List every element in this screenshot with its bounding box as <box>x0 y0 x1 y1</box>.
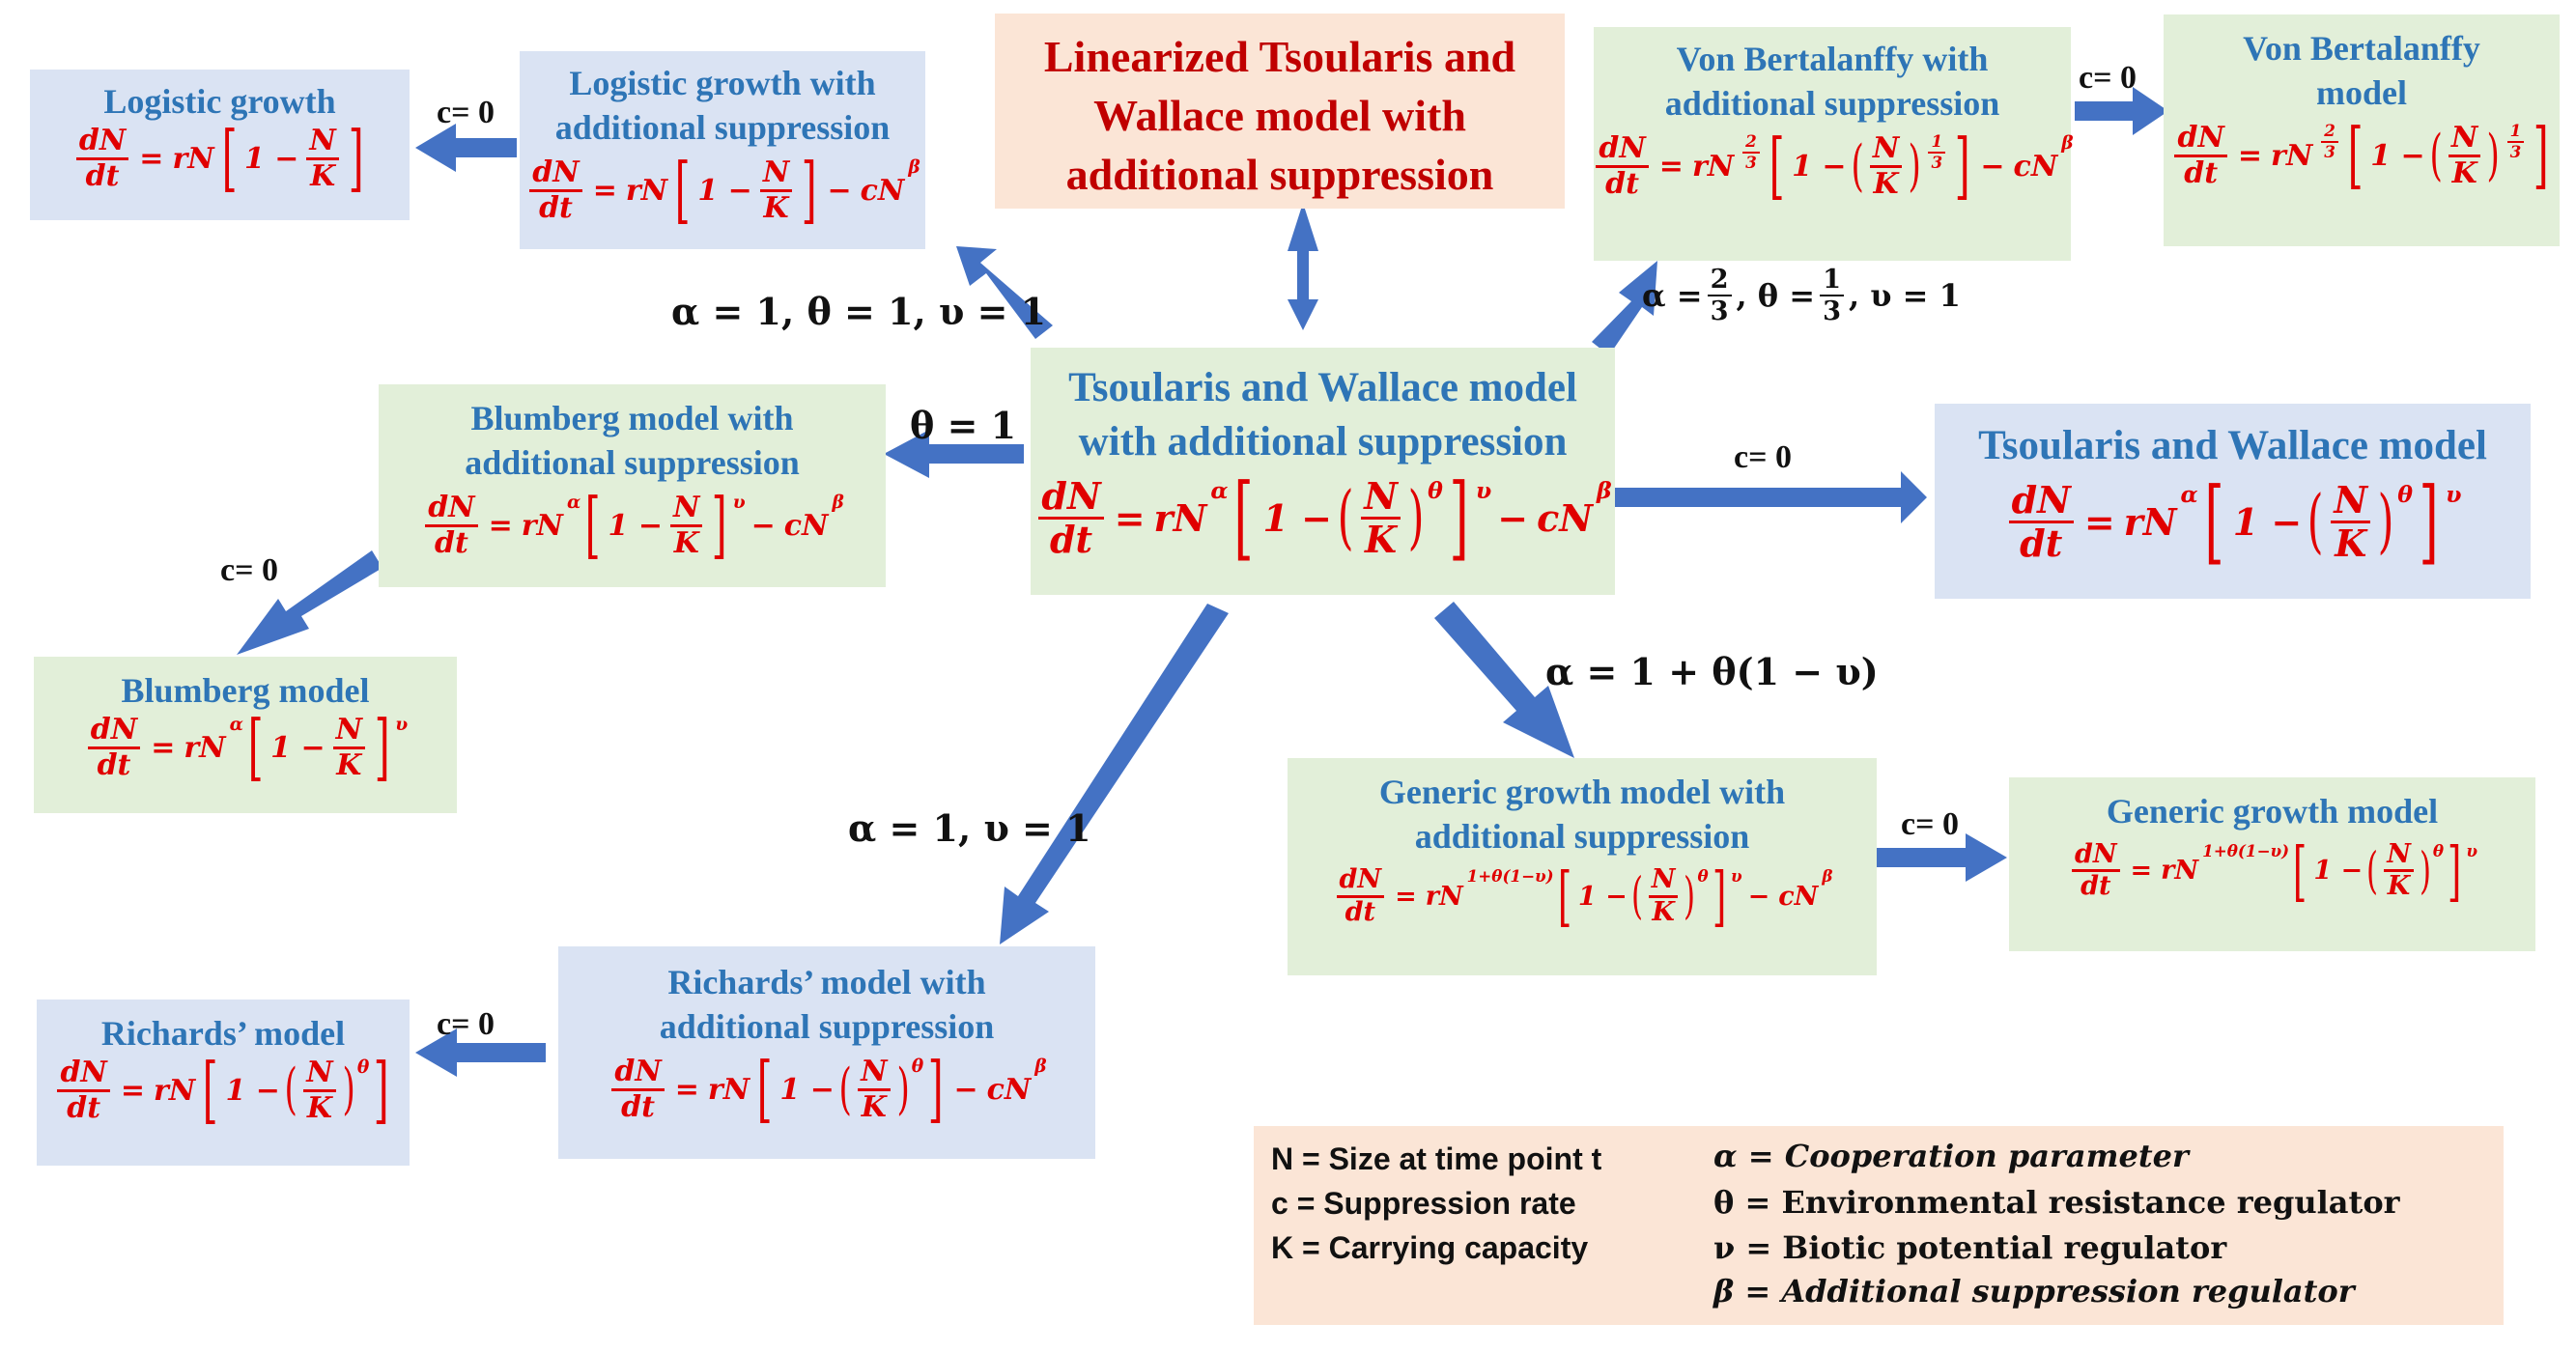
label-c0-von-bertalanffy: c= 0 <box>2079 60 2137 96</box>
arrow-to-richards <box>415 1028 546 1077</box>
label-theta-1: θ = 1 <box>910 404 1017 447</box>
arrow-to-logistic <box>415 124 517 172</box>
blumberg-suppression-title-2: additional suppression <box>465 443 800 483</box>
arrow-to-blumberg-suppression <box>884 430 1024 478</box>
generic-title: Generic growth model <box>2106 792 2439 831</box>
legend-k: K = Carrying capacity <box>1271 1230 1589 1265</box>
tsoularis-wallace-suppression-title-1: Tsoularis and Wallace model <box>1068 365 1577 410</box>
arrow-to-logistic-suppression <box>956 246 1053 339</box>
arrow-to-generic <box>1876 833 2007 882</box>
label-alpha-theta-v: α = 1, θ = 1, υ = 1 <box>671 290 1047 333</box>
richards-suppression-box: Richards’ model with additional suppress… <box>558 946 1095 1159</box>
label-c0-richards: c= 0 <box>437 1006 495 1042</box>
richards-suppression-title-2: additional suppression <box>659 1007 995 1047</box>
generic-suppression-title-1: Generic growth model with <box>1378 773 1786 811</box>
tsoularis-wallace-suppression-box: Tsoularis and Wallace model with additio… <box>1031 348 1615 595</box>
von-bertalanffy-title-1: Von Bertalanffy <box>2243 29 2480 68</box>
blumberg-suppression-box: Blumberg model with additional suppressi… <box>379 384 886 587</box>
logistic-suppression-title-1: Logistic growth with <box>569 64 876 102</box>
legend-c: c = Suppression rate <box>1271 1186 1576 1221</box>
logistic-suppression-box: Logistic growth with additional suppress… <box>520 51 925 249</box>
linearized-model-box: Linearized Tsoularis and Wallace model w… <box>995 14 1565 209</box>
arrow-to-richards-suppression <box>1000 604 1229 944</box>
richards-suppression-title-1: Richards’ model with <box>667 963 986 1001</box>
legend-n: N = Size at time point t <box>1271 1141 1602 1176</box>
logistic-title: Logistic growth <box>103 82 336 121</box>
von-bertalanffy-title-2: model <box>2316 73 2407 113</box>
label-c0-generic: c= 0 <box>1901 806 1959 842</box>
arrow-to-tsoularis-wallace <box>1615 471 1927 523</box>
blumberg-title: Blumberg model <box>121 671 370 710</box>
legend-alpha: α = Cooperation parameter <box>1713 1138 2189 1174</box>
tsoularis-wallace-suppression-title-2: with additional suppression <box>1078 418 1568 465</box>
tsoularis-wallace-title: Tsoularis and Wallace model <box>1978 423 2487 468</box>
linearized-model-title: Linearized Tsoularis and Wallace model w… <box>1043 32 1516 200</box>
arrow-to-linearized <box>1288 203 1318 330</box>
arrow-to-von-bertalanffy <box>2075 87 2168 135</box>
label-alpha-v: α = 1, υ = 1 <box>848 806 1091 850</box>
legend-beta: β = Additional suppression regulator <box>1713 1273 2355 1310</box>
label-c0-tsoularis-wallace: c= 0 <box>1734 439 1792 475</box>
generic-suppression-box: Generic growth model with additional sup… <box>1288 758 1877 975</box>
richards-title: Richards’ model <box>100 1014 346 1053</box>
legend-theta: θ = Environmental resistance regulator <box>1713 1184 2400 1221</box>
arrow-to-generic-suppression <box>1434 602 1574 758</box>
arrow-to-von-bertalanffy-suppression <box>1592 261 1657 355</box>
arrow-to-blumberg <box>237 550 382 655</box>
von-bertalanffy-suppression-title-1: Von Bertalanffy with <box>1676 40 1989 78</box>
generic-suppression-title-2: additional suppression <box>1414 817 1750 857</box>
legend-nu: ν = Biotic potential regulator <box>1713 1229 2227 1266</box>
von-bertalanffy-suppression-box: Von Bertalanffy with additional suppress… <box>1594 27 2074 261</box>
legend-box: N = Size at time point t c = Suppression… <box>1254 1126 2504 1325</box>
label-c0-blumberg: c= 0 <box>220 552 278 588</box>
von-bertalanffy-suppression-title-2: additional suppression <box>1664 84 2000 124</box>
label-alpha-generic: α = 1 + θ(1 − υ) <box>1545 650 1879 693</box>
label-c0-logistic: c= 0 <box>437 95 495 130</box>
logistic-suppression-title-2: additional suppression <box>554 108 891 148</box>
blumberg-suppression-title-1: Blumberg model with <box>470 399 794 437</box>
